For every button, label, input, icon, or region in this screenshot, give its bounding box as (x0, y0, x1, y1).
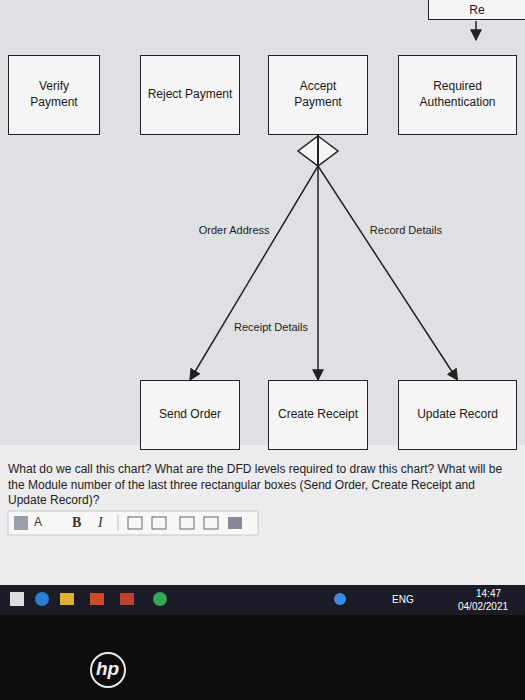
image-icon (228, 517, 242, 529)
laptop-bezel (0, 615, 525, 700)
taskbar-icon (60, 593, 74, 605)
data-couple-label: Order Address (197, 224, 272, 236)
font-color-button: A (34, 515, 42, 531)
list-icon (128, 517, 142, 529)
taskbar-icon (120, 593, 134, 605)
link-icon (180, 517, 194, 529)
module-name: Accept Payment (269, 79, 367, 110)
brand-logo: hp (96, 657, 119, 682)
taskbar (0, 585, 525, 615)
list-icon (152, 517, 166, 529)
module-box: Send Order (140, 380, 240, 450)
module-call-arrow (317, 135, 319, 380)
toolbar-icon (14, 516, 28, 530)
bold-button: B (72, 514, 81, 532)
hp-logo-ring (91, 653, 125, 687)
module-box: Create Receipt (268, 380, 368, 450)
partial-module-box: Re (428, 0, 525, 20)
cut-off-connector (475, 21, 477, 40)
toolbar-divider (118, 515, 119, 531)
module-box: Accept Payment (268, 55, 368, 135)
module-name: Required Authentication (399, 79, 516, 110)
module-name: Re (463, 3, 490, 19)
module-name: Create Receipt (272, 407, 364, 423)
clock-date: 04/02/2021 (458, 600, 508, 613)
data-couple-label: Record Details (368, 224, 444, 236)
module-name: Verify Payment (9, 79, 99, 110)
module-call-arrow (318, 135, 458, 380)
language-indicator: ENG (392, 593, 414, 606)
module-name: Reject Payment (142, 87, 239, 103)
taskbar-icon (153, 592, 167, 606)
taskbar-icon (90, 593, 104, 605)
taskbar-icon (10, 592, 24, 606)
editor-toolbar (8, 511, 258, 535)
clock-time: 14:47 (476, 587, 501, 600)
module-box: Update Record (398, 380, 517, 450)
module-call-arrow (190, 135, 318, 380)
question-text: What do we call this chart? What are the… (8, 462, 513, 509)
module-box: Reject Payment (140, 55, 240, 135)
module-box: Required Authentication (398, 55, 517, 135)
taskbar-icon (35, 592, 49, 606)
module-name: Update Record (411, 407, 504, 423)
italic-button: I (98, 514, 103, 532)
unlink-icon (204, 517, 218, 529)
module-name: Send Order (153, 407, 227, 423)
module-box: Verify Payment (8, 55, 100, 135)
tray-icon (334, 593, 346, 605)
data-couple-label: Receipt Details (232, 321, 310, 333)
